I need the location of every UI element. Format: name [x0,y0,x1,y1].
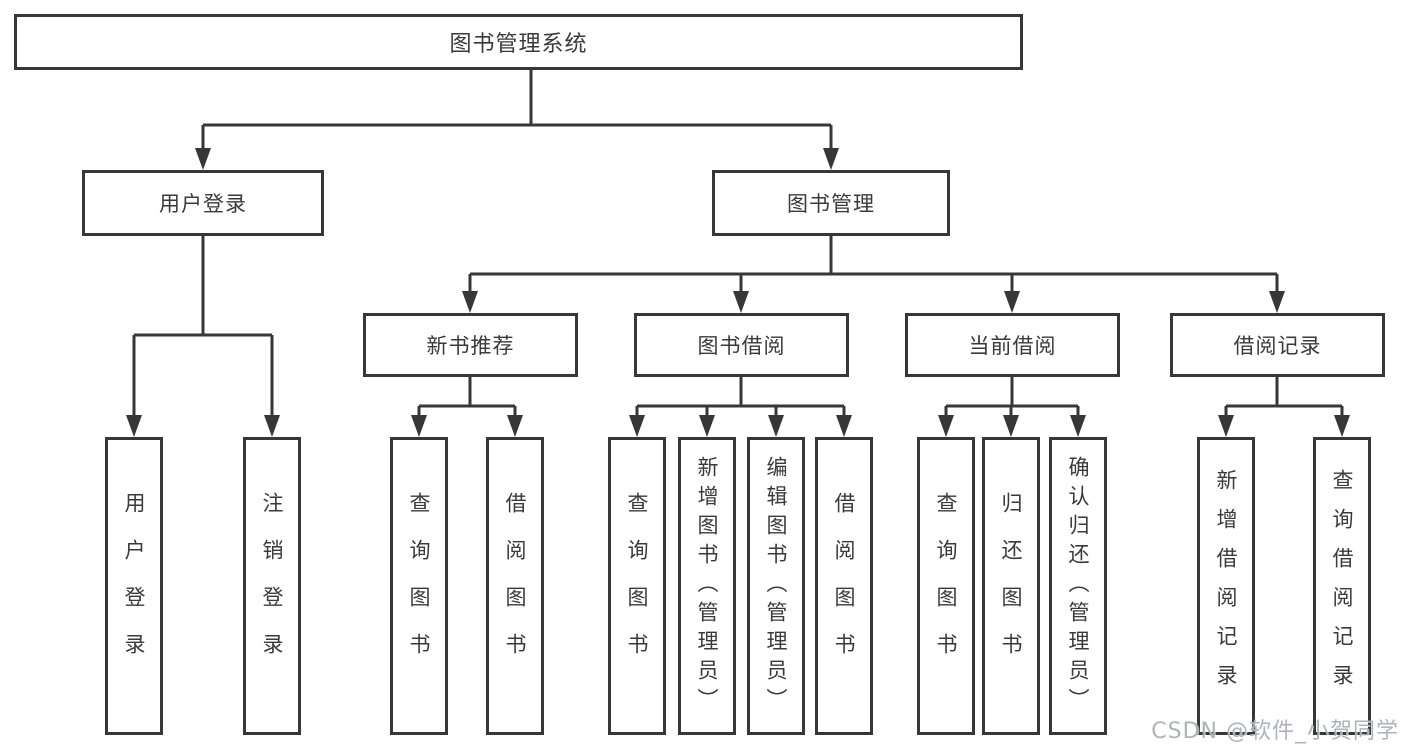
leaf-add-book-admin: 新增图书（管理员） [678,437,736,735]
leaf-confirm-return-admin: 确认归还（管理员） [1049,437,1107,735]
node-current-borrowing: 当前借阅 [905,313,1120,377]
node-book-management: 图书管理 [712,170,950,236]
leaf-edit-book-admin: 编辑图书（管理员） [747,437,805,735]
node-user-login: 用户登录 [82,170,324,236]
leaf-add-borrow-record: 新增借阅记录 [1197,437,1255,735]
node-new-book-recommend: 新书推荐 [363,313,578,377]
leaf-user-login: 用户登录 [105,437,163,735]
leaf-return-book: 归还图书 [982,437,1040,735]
leaf-borrow-books-borrowing: 借阅图书 [815,437,873,735]
leaf-query-books-current: 查询图书 [917,437,975,735]
leaf-logout: 注销登录 [243,437,301,735]
node-book-borrowing: 图书借阅 [634,313,849,377]
node-borrow-records: 借阅记录 [1170,313,1385,377]
leaf-query-books-borrowing: 查询图书 [608,437,666,735]
leaf-borrow-books-recommend: 借阅图书 [486,437,544,735]
leaf-query-books-recommend: 查询图书 [390,437,448,735]
node-root-system: 图书管理系统 [14,14,1023,70]
leaf-query-borrow-record: 查询借阅记录 [1313,437,1371,735]
